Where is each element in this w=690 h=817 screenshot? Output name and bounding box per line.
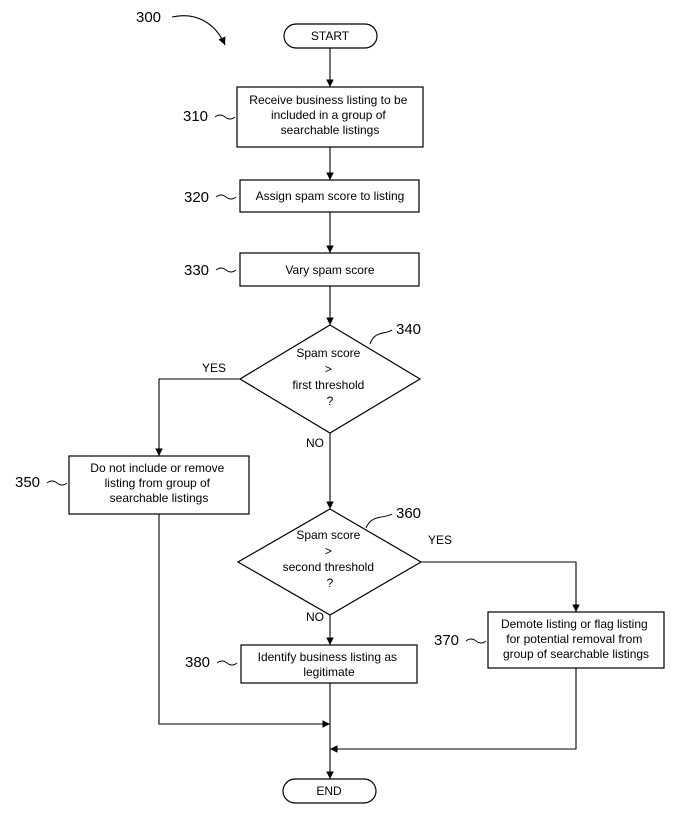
- svg-text:Do not include or remove: Do not include or remove listing from gr…: [90, 461, 227, 505]
- ref-380-label: 380: [185, 654, 210, 671]
- decision-340-line-1: Spam score: [296, 346, 360, 360]
- edge-340-yes-to-350: [155, 378, 240, 456]
- svg-text:Receive business listing to be: Receive business listing to be included …: [249, 93, 410, 137]
- decision-340-line-3: first threshold: [292, 378, 364, 392]
- svg-text:Vary spam score: Vary spam score: [285, 263, 374, 277]
- decision-360-line-2: >: [325, 544, 332, 558]
- decision-360-line-1: Spam score: [296, 528, 360, 542]
- figure-number: 300: [136, 9, 161, 26]
- step-330-line-1: Vary spam score: [285, 263, 374, 277]
- decision-340-line-2: >: [325, 362, 332, 376]
- ref-340: 340: [369, 321, 421, 345]
- ref-370-label: 370: [434, 632, 459, 649]
- ref-310-label: 310: [183, 108, 208, 125]
- ref-360: 360: [365, 505, 421, 529]
- ref-330: 330: [184, 262, 237, 279]
- step-310-box: Receive business listing to be included …: [236, 86, 424, 148]
- ref-340-label: 340: [396, 321, 421, 338]
- svg-text:START: START: [311, 29, 350, 43]
- figure-pointer-arrow: [171, 15, 226, 46]
- ref-310: 310: [183, 108, 236, 125]
- step-350-line-1: Do not include or remove: [90, 461, 224, 475]
- step-370-line-3: group of searchable listings: [503, 647, 649, 661]
- ref-350: 350: [15, 474, 68, 491]
- step-370-line-1: Demote listing or flag listing: [501, 617, 648, 631]
- start-label: START: [311, 29, 350, 43]
- ref-330-label: 330: [184, 262, 209, 279]
- ref-320: 320: [184, 189, 237, 206]
- decision-340-line-4: ?: [327, 394, 334, 408]
- svg-text:Demote listing or flag listing: Demote listing or flag listing for poten…: [501, 617, 651, 661]
- edge-label-360-yes: YES: [428, 533, 452, 547]
- ref-350-label: 350: [15, 474, 40, 491]
- step-350-line-3: searchable listings: [110, 491, 209, 505]
- decision-360-line-3: second threshold: [283, 560, 374, 574]
- svg-text:END: END: [316, 784, 342, 798]
- step-310-line-2: included in a group of: [271, 108, 386, 122]
- edge-350-merge: [158, 514, 330, 728]
- end-label: END: [316, 784, 342, 798]
- edge-label-360-no: NO: [306, 610, 324, 624]
- step-380-line-2: legitimate: [303, 665, 355, 679]
- svg-text:Identify business listing as: Identify business listing as legitimate: [258, 650, 401, 679]
- svg-text:Assign spam score to listing: Assign spam score to listing: [256, 189, 405, 203]
- ref-370: 370: [434, 632, 487, 649]
- step-370-line-2: for potential removal from: [506, 632, 642, 646]
- step-320-box: Assign spam score to listing: [239, 179, 420, 213]
- step-310-line-3: searchable listings: [281, 123, 380, 137]
- edge-360-yes-to-370: [421, 561, 580, 612]
- edge-370-merge: [330, 668, 577, 753]
- edge-label-340-yes: YES: [202, 361, 226, 375]
- start-terminal: START: [283, 23, 378, 49]
- end-terminal: END: [282, 778, 377, 804]
- decision-340: Spam score > first threshold ?: [238, 324, 422, 434]
- edge-label-340-no: NO: [306, 436, 324, 450]
- svg-text:Spam score > first: Spam score > first threshold ?: [292, 346, 367, 408]
- step-380-line-1: Identify business listing as: [258, 650, 397, 664]
- step-350-line-2: listing from group of: [105, 476, 211, 490]
- step-380-box: Identify business listing as legitimate: [240, 644, 418, 684]
- decision-360: Spam score > second threshold ?: [236, 508, 423, 616]
- step-310-line-1: Receive business listing to be: [249, 93, 407, 107]
- ref-360-label: 360: [396, 505, 421, 522]
- svg-text:Spam score > secon: Spam score > second threshold ?: [283, 528, 378, 590]
- step-320-line-1: Assign spam score to listing: [256, 189, 405, 203]
- step-350-box: Do not include or remove listing from gr…: [68, 455, 250, 515]
- step-330-box: Vary spam score: [239, 252, 420, 287]
- step-370-box: Demote listing or flag listing for poten…: [487, 611, 665, 669]
- ref-380: 380: [185, 654, 238, 671]
- decision-360-line-4: ?: [327, 576, 334, 590]
- ref-320-label: 320: [184, 189, 209, 206]
